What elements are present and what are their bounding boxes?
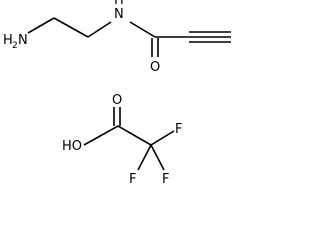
atom-amide-h: H: [114, 0, 124, 8]
atom-amide-n: N: [114, 7, 124, 22]
atom-fluorine-right: F: [162, 172, 169, 187]
atom-amine-sub: 2: [12, 41, 18, 51]
molecule-trifluoroacetic-acid: HO O F F F: [62, 93, 182, 187]
bond-cf3-f-top: [150, 130, 175, 146]
structure-drawing: H 2 N N H O HO O F F F: [3, 0, 231, 187]
atom-amine-n: N: [18, 33, 28, 48]
atom-carbonyl-o: O: [150, 60, 160, 75]
atom-fluorine-left: F: [129, 172, 136, 187]
bond-nh-co: [129, 21, 156, 38]
bond-oh-c: [83, 125, 119, 146]
atom-fluorine-top: F: [175, 122, 182, 137]
atom-hydroxyl: HO: [62, 139, 82, 154]
bond-cf3-f-right: [150, 144, 165, 171]
structure-canvas: H 2 N N H O HO O F F F: [3, 0, 231, 187]
molecule-aminoethyl-propiolamide: H 2 N N H O: [3, 0, 231, 75]
atom-amine-h: H: [3, 33, 13, 48]
bond-ch2-nh: [87, 21, 112, 38]
bond-ch2-ch2: [53, 17, 89, 38]
bond-n-ch2: [27, 17, 55, 34]
bond-cf3-f-left: [137, 144, 152, 171]
bond-c-cf3: [117, 125, 152, 146]
atom-acid-carbonyl-o: O: [112, 93, 122, 108]
